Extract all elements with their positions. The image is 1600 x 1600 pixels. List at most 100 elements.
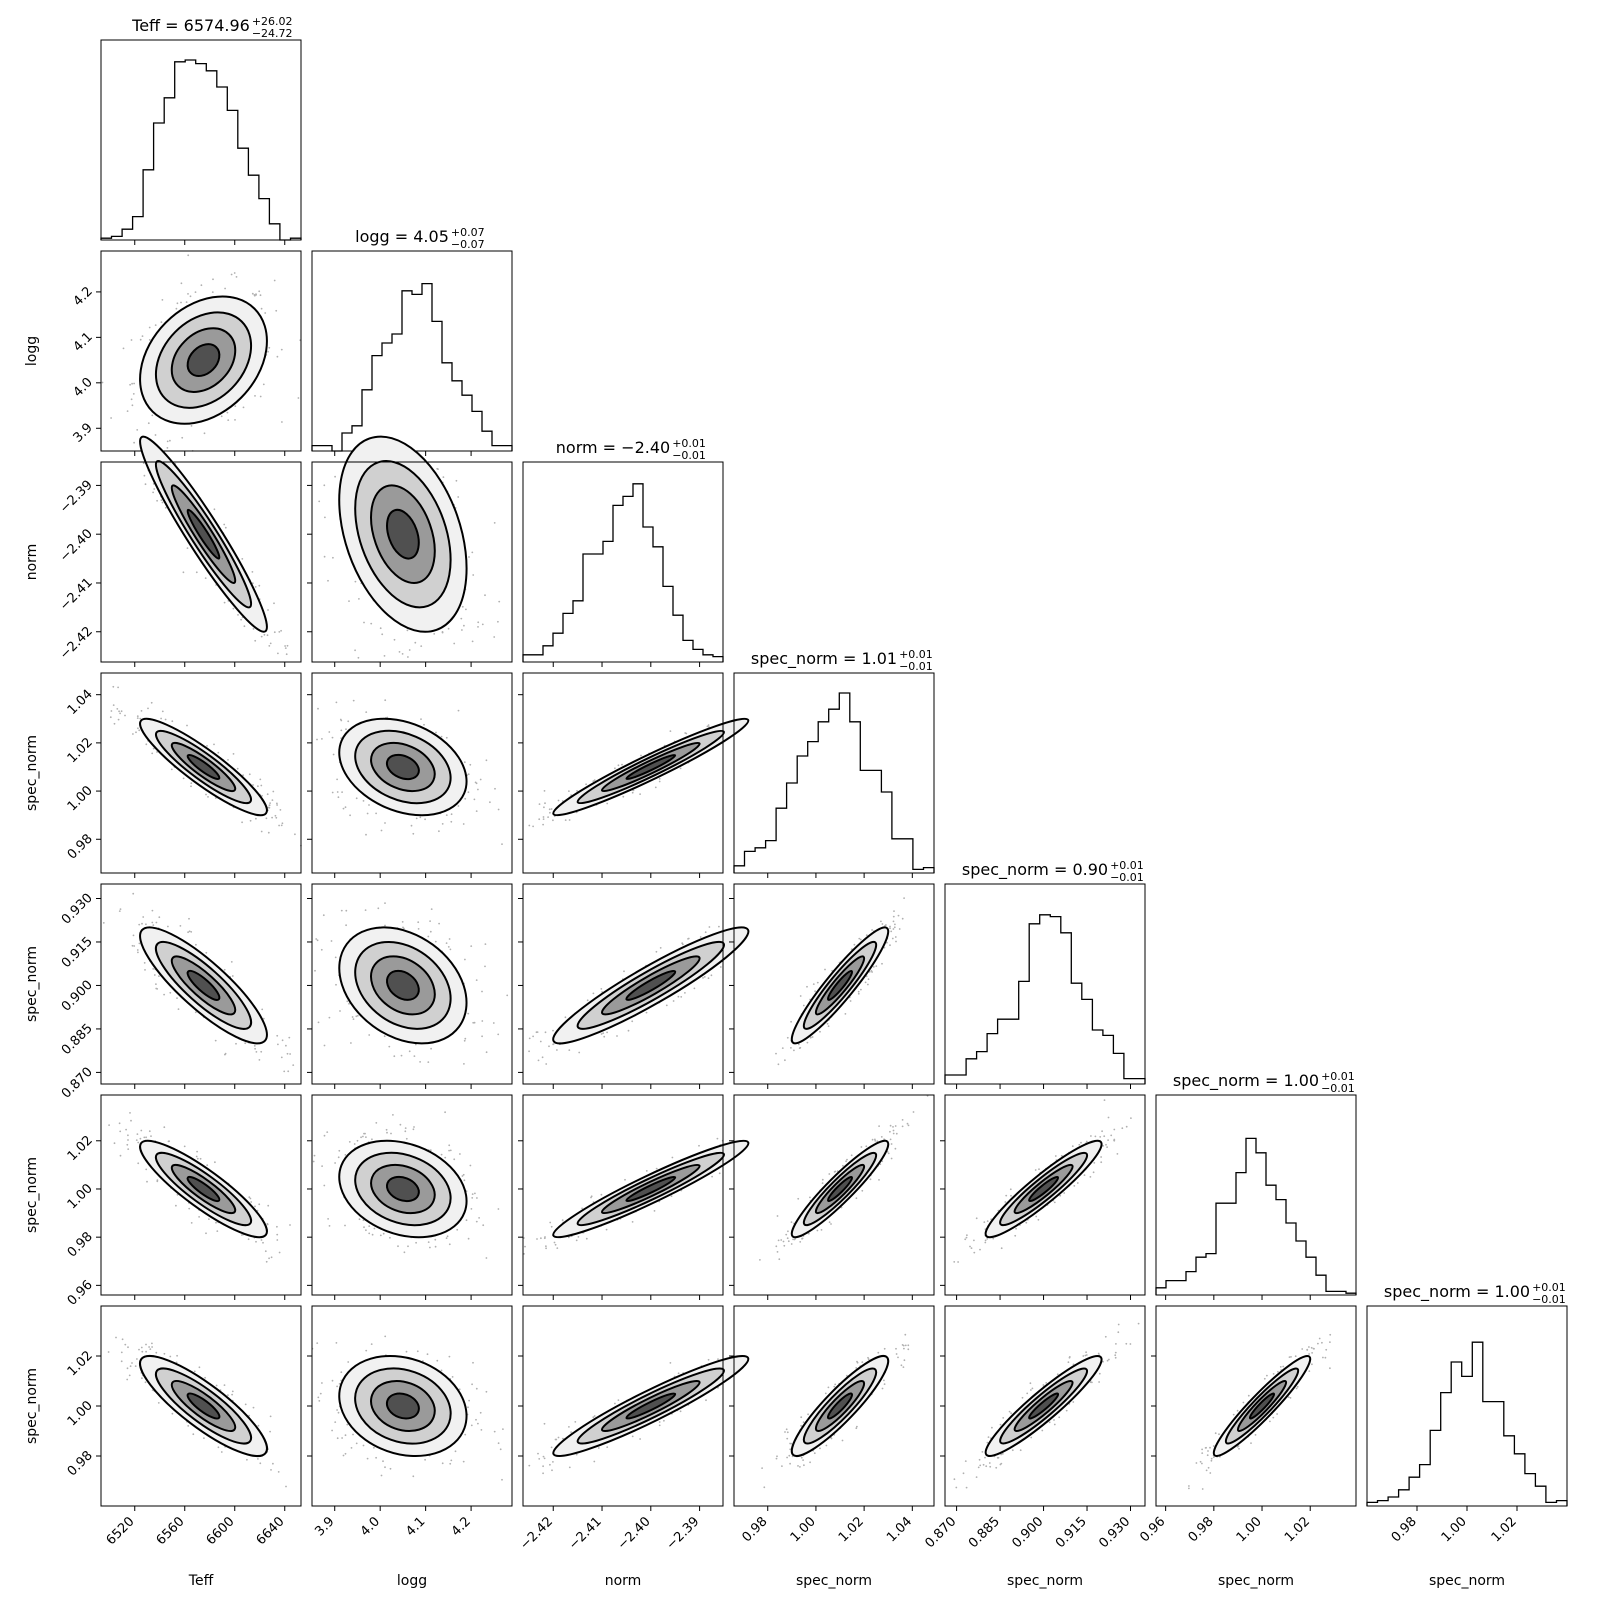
sample-point [133,382,136,385]
sample-point [901,917,904,920]
sample-point [247,1238,250,1241]
sample-point [894,936,897,938]
sample-point [384,902,386,904]
sample-point [345,924,347,927]
sample-point [481,1020,484,1022]
sample-point [616,1035,618,1037]
sample-point [261,1008,264,1011]
sample-point [889,925,891,928]
sample-point [272,790,275,793]
sample-point [871,929,873,931]
sample-point [175,1204,177,1207]
sample-point [383,1035,386,1038]
sample-point [790,1047,792,1049]
sample-point [241,821,244,824]
sample-point [160,717,163,720]
sample-point [277,652,279,655]
sample-point [133,441,136,444]
sample-point [276,1225,278,1228]
sample-point [155,987,158,990]
sample-point [892,920,895,923]
sample-point [672,1000,675,1002]
histogram-panel-2: norm = −2.40+0.01−0.01 [522,437,724,667]
sample-point [274,814,277,817]
sample-point [139,338,142,341]
title-sup-1: +0.07 [451,226,485,239]
sample-point [444,1111,446,1114]
sample-point [415,1241,417,1244]
sample-point [354,649,356,652]
sample-point [314,969,316,972]
sample-point [383,655,386,657]
sample-point [465,1219,468,1222]
sample-point [145,1136,148,1139]
sample-point [110,417,112,419]
sample-point [849,1000,852,1002]
sample-point [477,621,480,624]
sample-point [276,1034,279,1037]
sample-point [857,990,860,993]
sample-point [552,819,554,822]
sample-point [322,914,325,917]
sample-point [358,598,360,600]
sample-point [592,992,595,995]
sample-point [276,802,278,805]
sample-point [331,791,334,794]
sample-point [139,717,142,720]
sample-point [377,907,380,910]
sample-point [870,970,873,972]
sample-point [288,1036,291,1039]
sample-point [240,618,243,621]
sample-point [541,1056,544,1059]
sample-point [139,1137,142,1140]
sample-point [528,824,531,827]
sample-point [347,720,350,723]
sample-point [420,645,423,647]
sample-point [119,712,121,715]
sample-point [252,628,255,630]
sample-point [194,1011,197,1014]
sample-point [276,1239,279,1241]
sample-point [860,988,862,991]
sample-point [441,823,444,825]
sample-point [892,915,895,918]
sample-point [283,1070,286,1073]
sample-point [153,488,156,490]
sample-point [812,983,815,985]
sample-point [136,717,139,719]
sample-point [542,816,545,818]
sample-point [183,1145,186,1148]
y-tick-label: 0.870 [59,1065,96,1102]
sample-point [254,395,256,397]
sample-point [352,1018,355,1020]
sample-point [699,936,702,938]
sample-point [190,785,192,788]
y-tick-label: 0.98 [65,831,96,862]
sample-point [186,724,188,727]
sample-point [258,1203,261,1206]
sample-point [494,787,496,790]
sample-point [413,1055,416,1057]
sample-point [207,796,209,798]
sample-point [384,822,386,824]
sample-point [547,816,549,818]
sample-point [564,1016,567,1019]
sample-point [392,1114,394,1116]
sample-point [132,892,135,895]
sample-point [857,992,860,995]
sample-point [419,816,422,819]
sample-point [279,809,282,811]
sample-point [266,1223,269,1226]
sample-point [164,506,167,509]
sample-point [233,272,236,274]
sample-point [217,751,220,754]
panel-title-0: Teff = 6574.96 [131,16,250,35]
sample-point [463,1039,466,1042]
sample-point [150,1135,152,1137]
sample-point [316,738,318,741]
sample-point [710,974,713,977]
sample-point [131,404,134,407]
sample-point [255,294,257,296]
sample-point [148,326,151,329]
sample-point [858,937,861,940]
